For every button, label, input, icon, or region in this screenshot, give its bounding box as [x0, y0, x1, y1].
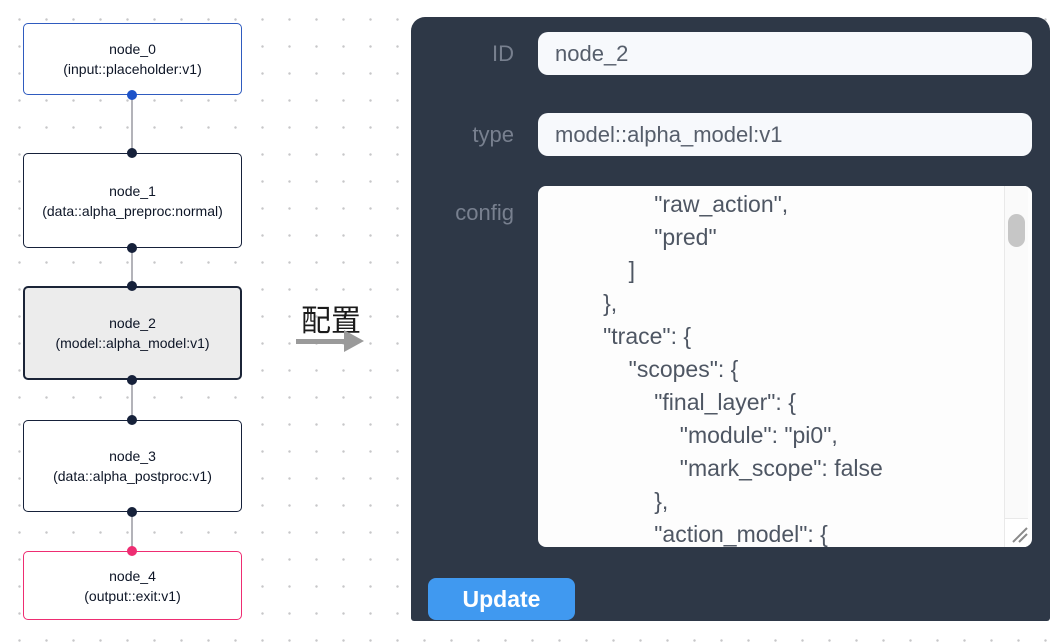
node-2-subtitle: (model::alpha_model:v1)	[55, 335, 210, 351]
update-button[interactable]: Update	[428, 578, 575, 620]
port-node3-target[interactable]	[127, 415, 137, 425]
node-0-title: node_0	[109, 41, 156, 57]
node-2-title: node_2	[109, 315, 156, 331]
config-scrollbar-thumb[interactable]	[1008, 214, 1025, 247]
edge-node0-node1[interactable]	[131, 95, 133, 153]
id-field-input[interactable]	[538, 32, 1032, 75]
config-json-text[interactable]: "raw_action", "pred" ] }, "trace": { "sc…	[603, 191, 883, 547]
id-field-label: ID	[492, 41, 514, 66]
node-3-subtitle: (data::alpha_postproc:v1)	[53, 468, 212, 484]
arrow-shaft	[296, 339, 346, 344]
node-4[interactable]: node_4 (output::exit:v1)	[23, 551, 242, 620]
edge-node2-node3[interactable]	[131, 380, 133, 420]
node-4-title: node_4	[109, 567, 156, 584]
port-node4-target[interactable]	[127, 546, 137, 556]
type-field-input[interactable]	[538, 113, 1032, 156]
node-1-title: node_1	[109, 182, 156, 199]
config-field-label: config	[455, 200, 514, 225]
edge-node1-node2[interactable]	[131, 248, 133, 286]
node-4-subtitle: (output::exit:v1)	[84, 587, 181, 604]
port-node1-target[interactable]	[127, 148, 137, 158]
node-1[interactable]: node_1 (data::alpha_preproc:normal)	[23, 153, 242, 248]
node-2[interactable]: node_2 (model::alpha_model:v1)	[23, 286, 242, 380]
port-node0-source[interactable]	[127, 90, 137, 100]
config-panel: ID type config "raw_action", "pred" ] },…	[411, 17, 1050, 621]
type-field-label: type	[472, 122, 514, 147]
resize-grip-icon[interactable]	[1007, 522, 1029, 544]
arrow-right-icon	[344, 330, 364, 352]
node-0-subtitle: (input::placeholder:v1)	[63, 61, 202, 77]
config-scrollbar-corner	[1004, 518, 1028, 547]
port-node2-source[interactable]	[127, 375, 137, 385]
port-node2-target[interactable]	[127, 281, 137, 291]
node-3[interactable]: node_3 (data::alpha_postproc:v1)	[23, 420, 242, 512]
node-3-title: node_3	[109, 448, 156, 464]
edge-node3-node4[interactable]	[131, 512, 133, 551]
port-node1-source[interactable]	[127, 243, 137, 253]
node-1-subtitle: (data::alpha_preproc:normal)	[42, 202, 223, 219]
port-node3-source[interactable]	[127, 507, 137, 517]
config-scrollbar-track[interactable]	[1004, 186, 1028, 518]
node-0[interactable]: node_0 (input::placeholder:v1)	[23, 23, 242, 95]
config-editor[interactable]: "raw_action", "pred" ] }, "trace": { "sc…	[538, 186, 1032, 547]
